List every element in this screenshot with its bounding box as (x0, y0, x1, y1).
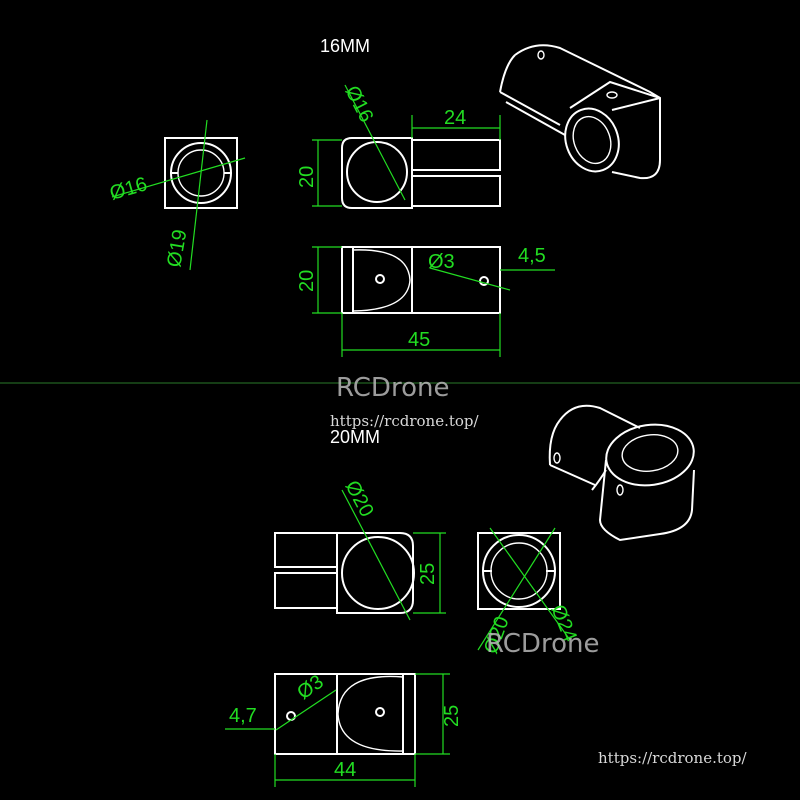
isometric-view-16mm (499, 44, 661, 180)
dim-20-total-length: 44 (334, 759, 356, 781)
end-view-16mm (111, 119, 246, 271)
end-view-20mm (477, 527, 571, 651)
dim-20-top-height: 25 (417, 563, 439, 585)
front-view-16mm (312, 246, 555, 357)
watermark-brand-mid: RCDrone (336, 373, 449, 403)
dim-16-top-height: 20 (296, 166, 318, 188)
dim-20-front-height: 25 (441, 705, 463, 727)
top-view-16mm (312, 84, 501, 209)
dim-16-front-height: 20 (296, 270, 318, 292)
dim-20-hole-offset: 4,7 (229, 705, 257, 727)
top-view-20mm (274, 489, 446, 621)
dim-16-arm-length: 24 (444, 107, 466, 129)
section-title-16mm: 16MM (320, 36, 370, 56)
dim-16-end-inner: Ø19 (163, 228, 191, 269)
dim-16-end-outer: Ø16 (107, 173, 149, 205)
dim-16-top-diameter: Ø16 (341, 82, 378, 126)
dim-16-total-length: 45 (408, 329, 430, 351)
watermark-url-bottom: https://rcdrone.top/ (598, 749, 748, 767)
dim-16-hole-offset: 4,5 (518, 245, 546, 267)
watermark-brand-lower: RCDrone (486, 629, 599, 659)
isometric-view-20mm (548, 404, 695, 542)
front-view-20mm (225, 673, 450, 787)
section-title-20mm: 20MM (330, 427, 380, 447)
dim-16-hole-diameter: Ø3 (428, 251, 455, 273)
watermark-url-mid: https://rcdrone.top/ (330, 412, 480, 430)
